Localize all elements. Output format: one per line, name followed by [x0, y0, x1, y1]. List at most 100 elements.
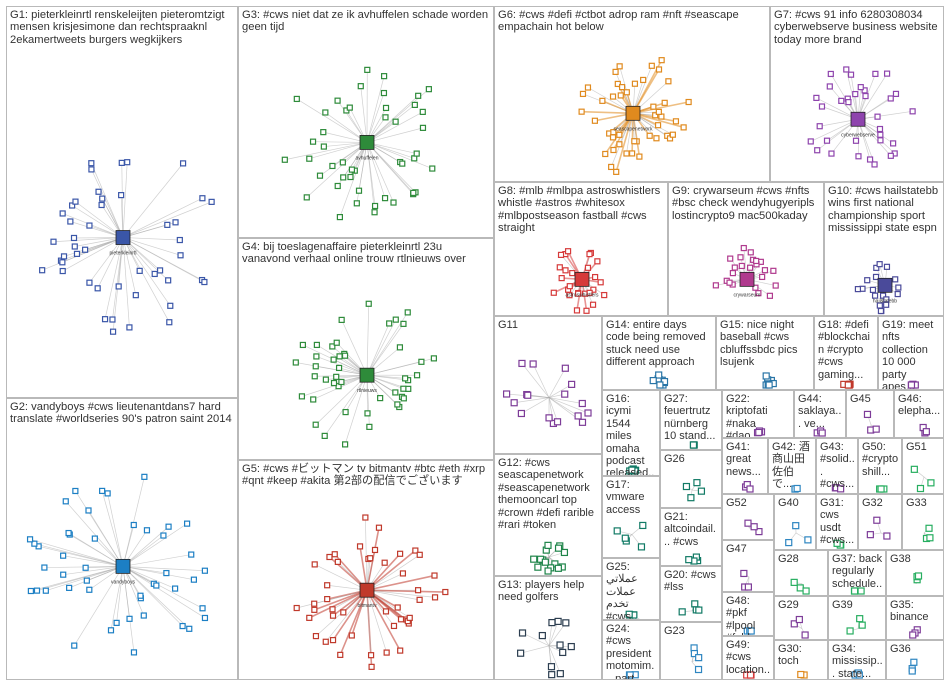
node[interactable] [892, 276, 899, 283]
node[interactable] [857, 84, 864, 91]
node[interactable] [346, 104, 353, 111]
node[interactable] [877, 485, 885, 493]
node[interactable] [62, 498, 69, 505]
node[interactable] [415, 92, 422, 99]
node[interactable] [72, 487, 79, 495]
node[interactable] [321, 432, 328, 439]
node[interactable] [693, 479, 701, 487]
node[interactable] [740, 569, 748, 578]
node[interactable] [557, 251, 565, 258]
node[interactable] [88, 160, 95, 167]
node[interactable] [909, 108, 916, 115]
node[interactable] [397, 647, 404, 654]
node[interactable] [340, 609, 347, 616]
node[interactable] [637, 543, 646, 551]
node[interactable] [553, 418, 562, 426]
node[interactable] [336, 213, 343, 221]
node[interactable] [98, 201, 105, 209]
node[interactable] [601, 291, 608, 299]
node[interactable] [425, 86, 432, 93]
node[interactable] [115, 283, 122, 290]
node[interactable] [334, 558, 341, 565]
node[interactable] [547, 663, 556, 671]
node[interactable] [843, 66, 850, 73]
node[interactable] [27, 587, 34, 595]
node[interactable] [392, 118, 399, 125]
node[interactable] [766, 292, 774, 299]
node[interactable] [59, 259, 66, 266]
node[interactable] [747, 249, 754, 256]
node[interactable] [569, 269, 576, 277]
node[interactable] [86, 222, 93, 229]
node[interactable] [292, 359, 299, 366]
node[interactable] [861, 87, 868, 94]
node[interactable] [864, 277, 871, 284]
node[interactable] [164, 221, 171, 228]
node[interactable] [616, 141, 623, 148]
node[interactable] [356, 543, 364, 550]
node[interactable] [31, 540, 38, 547]
node[interactable] [566, 292, 573, 299]
node[interactable] [132, 292, 139, 299]
node[interactable] [348, 166, 356, 173]
node[interactable] [324, 596, 331, 603]
node[interactable] [556, 264, 563, 271]
node[interactable] [95, 188, 102, 195]
hub-node[interactable] [739, 271, 755, 287]
node[interactable] [807, 138, 814, 145]
node[interactable] [682, 482, 691, 491]
node[interactable] [375, 524, 383, 531]
node[interactable] [877, 131, 884, 138]
node[interactable] [567, 642, 575, 651]
hub-node[interactable] [359, 135, 375, 150]
node[interactable] [579, 90, 587, 98]
node[interactable] [366, 423, 373, 430]
node[interactable] [558, 275, 565, 282]
node[interactable] [91, 535, 98, 542]
node[interactable] [538, 631, 546, 640]
node[interactable] [646, 132, 653, 139]
node[interactable] [560, 548, 569, 557]
node[interactable] [804, 536, 812, 544]
node[interactable] [594, 258, 601, 265]
node[interactable] [883, 70, 891, 77]
node[interactable] [529, 360, 537, 368]
node[interactable] [320, 143, 327, 150]
node[interactable] [591, 117, 599, 124]
node[interactable] [561, 364, 569, 372]
node[interactable] [697, 487, 706, 495]
node[interactable] [430, 355, 437, 362]
node[interactable] [584, 84, 592, 91]
node[interactable] [790, 578, 798, 586]
node[interactable] [548, 671, 556, 679]
node[interactable] [554, 544, 563, 552]
node[interactable] [894, 290, 901, 298]
node[interactable] [863, 410, 872, 419]
node[interactable] [371, 546, 379, 554]
node[interactable] [382, 608, 390, 615]
node[interactable] [118, 192, 125, 199]
node[interactable] [556, 670, 564, 678]
node[interactable] [380, 89, 388, 97]
node[interactable] [568, 380, 576, 388]
node[interactable] [755, 528, 763, 536]
node[interactable] [629, 150, 636, 157]
node[interactable] [299, 341, 306, 349]
node[interactable] [545, 414, 553, 422]
node[interactable] [26, 536, 34, 543]
node[interactable] [813, 94, 820, 101]
node[interactable] [126, 324, 133, 331]
node[interactable] [416, 596, 423, 603]
node[interactable] [753, 257, 760, 265]
node[interactable] [310, 396, 317, 403]
node[interactable] [746, 485, 754, 493]
node[interactable] [792, 522, 800, 530]
node[interactable] [562, 267, 569, 274]
node[interactable] [94, 285, 101, 292]
node[interactable] [602, 150, 609, 158]
node[interactable] [419, 124, 427, 131]
node[interactable] [586, 251, 593, 258]
node[interactable] [518, 359, 526, 368]
node[interactable] [890, 140, 897, 147]
node[interactable] [188, 551, 195, 558]
